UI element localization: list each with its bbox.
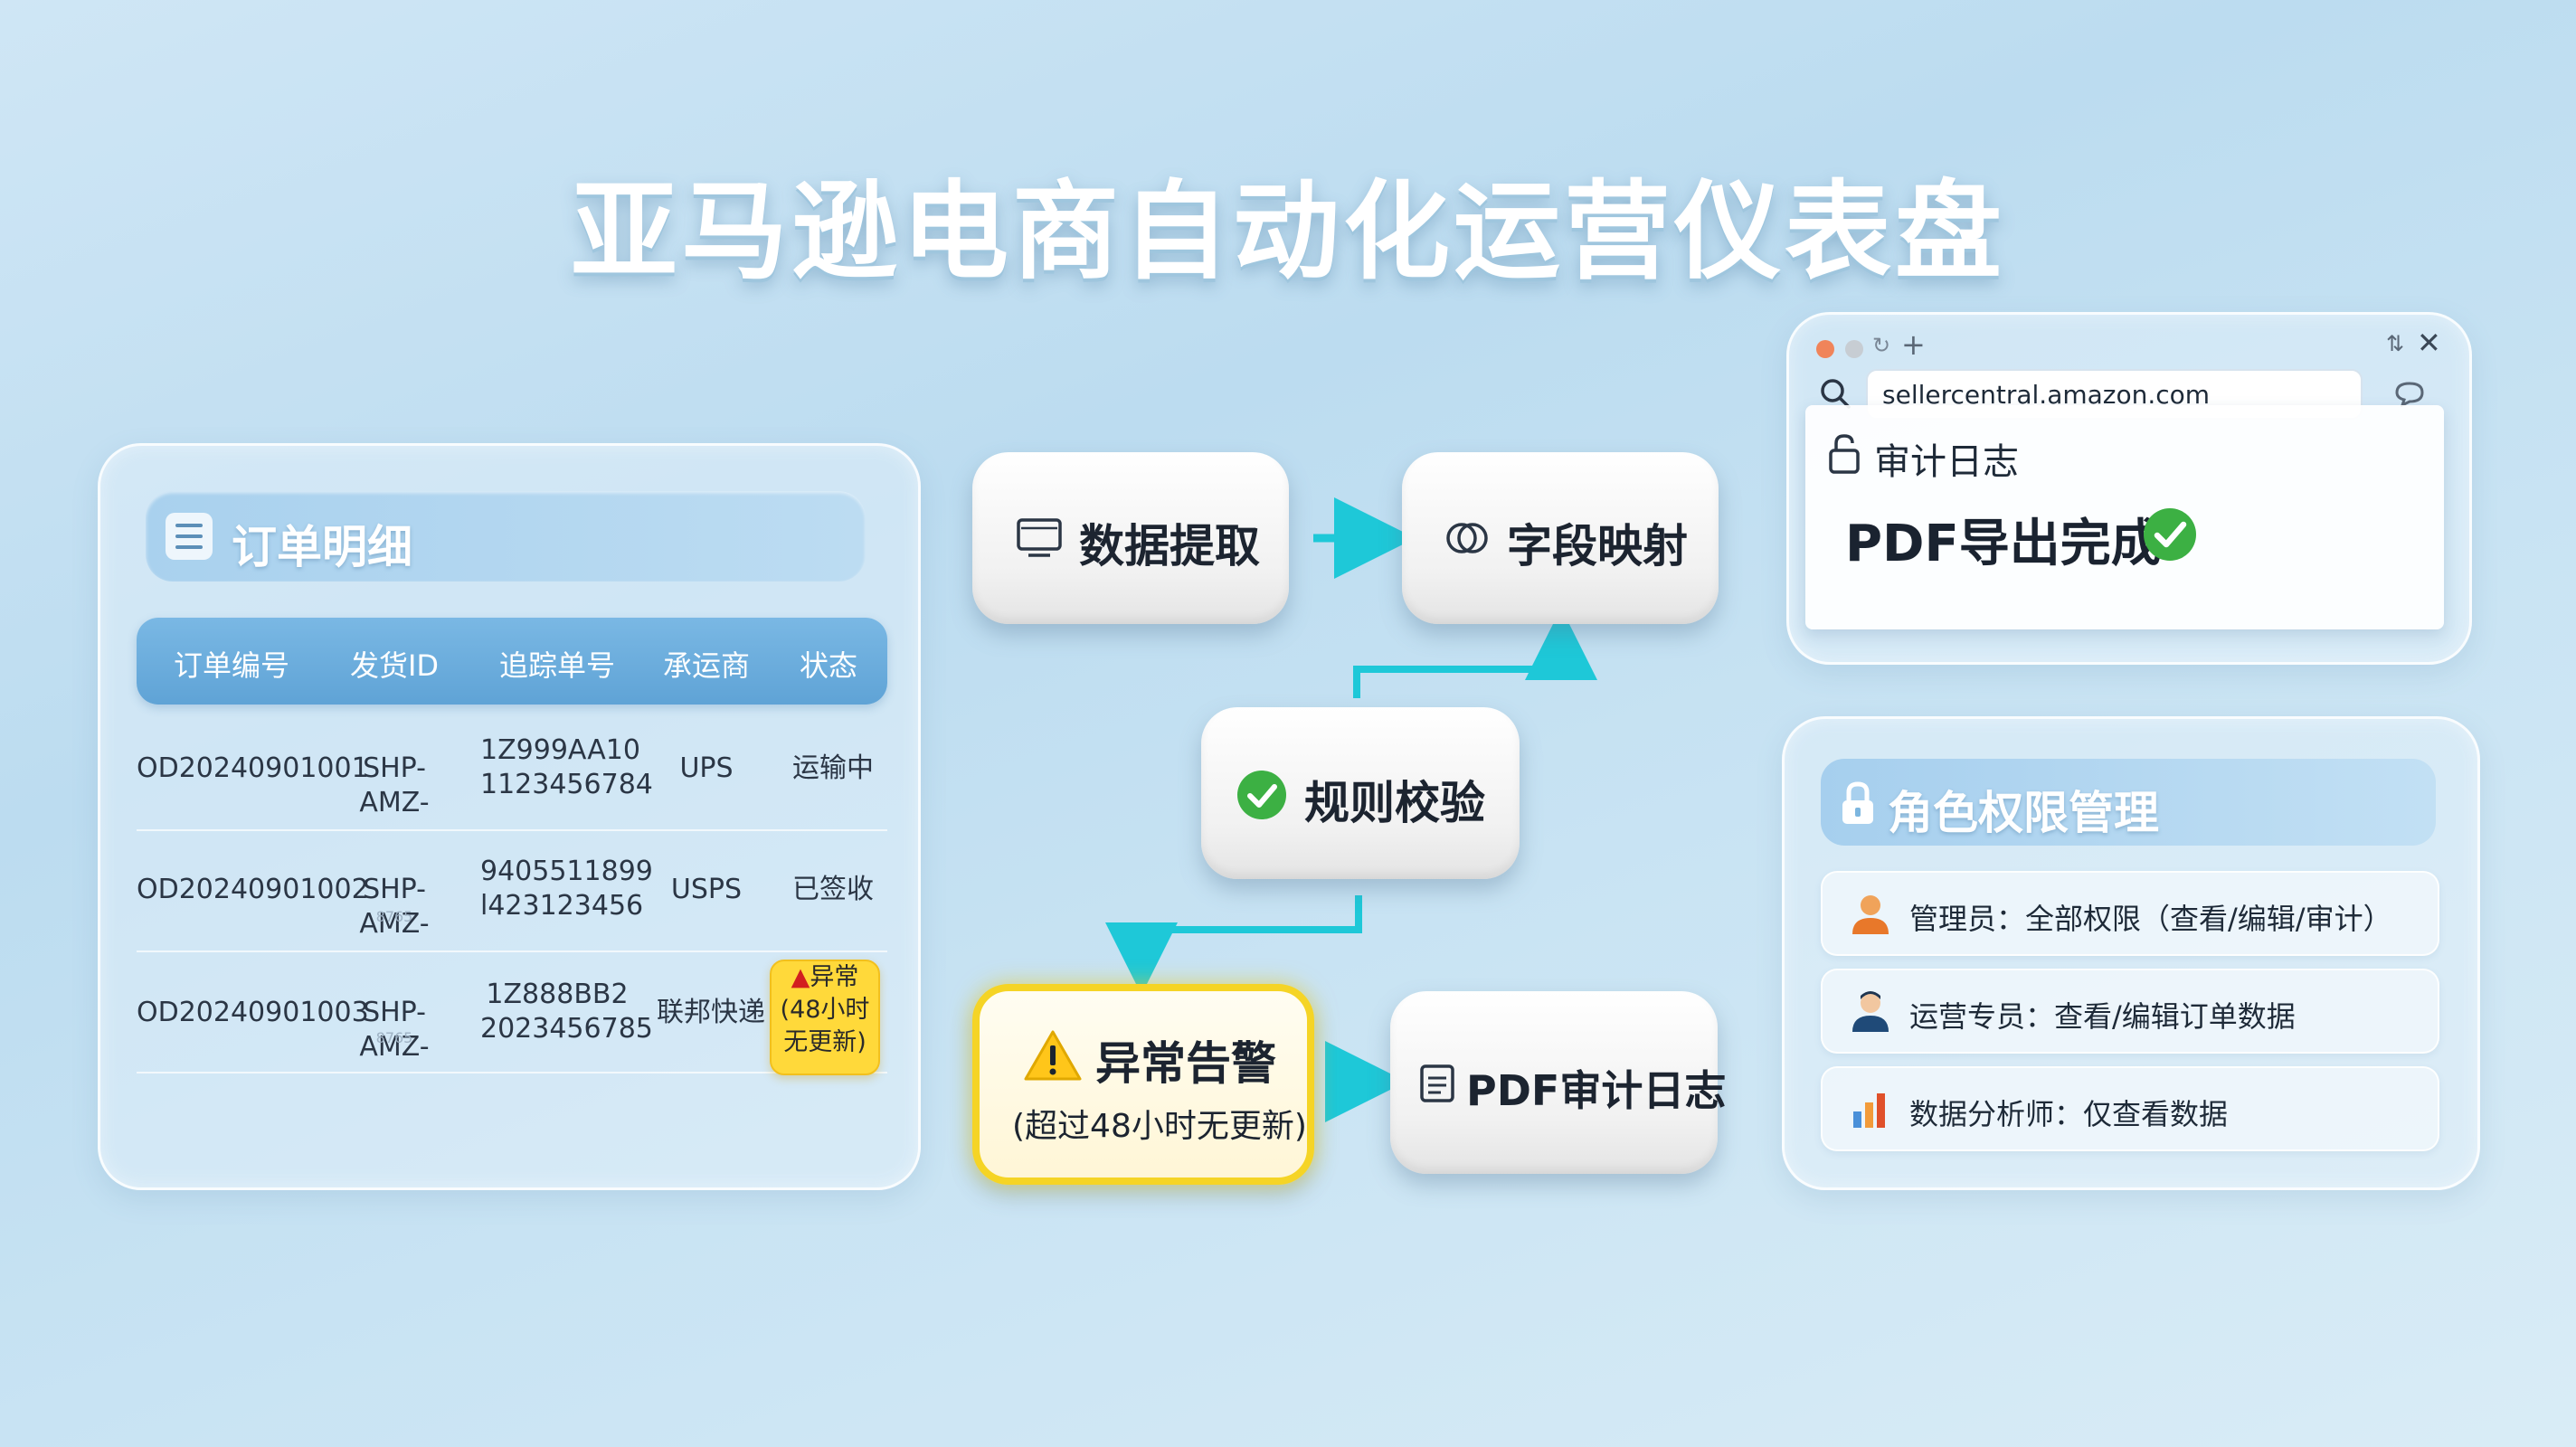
lock-icon (1829, 434, 1860, 474)
bar-chart-icon (1853, 1093, 1885, 1128)
admin-user-icon (1852, 895, 1889, 934)
role-item-analyst[interactable]: 数据分析师：仅查看数据 (1821, 1066, 2439, 1151)
shipment-id-faded-text: 8765 (375, 1029, 413, 1046)
browser-window: ↻ + ⇅ ✕ sellercentral.amazon.com 审计日志 PD… (1786, 312, 2472, 665)
flow-node-anomaly-alert[interactable]: 异常告警 (超过48小时无更新) (972, 984, 1314, 1185)
status-cell: 运输中 (792, 752, 874, 784)
shipment-id-cell: SHP-AMZ- (359, 752, 430, 818)
shipment-id-cell: SHP-AMZ- (359, 997, 430, 1063)
status-badge-warning[interactable]: ▲异常 (48小时 无更新) (770, 960, 880, 1075)
flow-node-data-extract[interactable]: 数据提取 (972, 452, 1289, 624)
flow-node-label: 异常告警 (1095, 1037, 1276, 1090)
url-text: sellercentral.amazon.com (1882, 380, 2211, 410)
operator-user-icon (1852, 991, 1889, 1032)
status-badge-line1: ▲异常 (791, 963, 859, 991)
link-icon (1446, 523, 1488, 553)
table-row[interactable]: OD20240901003 SHP-AMZ- 8765 1Z888BB2 202… (137, 950, 887, 1075)
export-status-text: PDF导出完成 (1845, 515, 2162, 573)
shipment-id-cell: SHP-AMZ- (359, 874, 430, 940)
monitor-icon (1017, 518, 1062, 557)
tracking-cell-line2: 1123456784 (480, 769, 653, 800)
chat-bubble-icon[interactable] (2393, 380, 2426, 407)
flow-node-label: 字段映射 (1507, 520, 1688, 572)
status-badge-line3: 无更新) (783, 1028, 867, 1056)
orders-panel: 订单明细 订单编号 发货ID 追踪单号 承运商 状态 OD20240901001… (98, 443, 921, 1190)
check-circle-icon (1237, 771, 1286, 819)
tracking-cell-line1: 1Z999AA10 (480, 734, 640, 766)
flow-node-field-mapping[interactable]: 字段映射 (1402, 452, 1719, 624)
browser-content: 审计日志 PDF导出完成 (1805, 405, 2444, 629)
window-minimize-dot[interactable] (1845, 340, 1863, 358)
role-panel-header: 角色权限管理 (1821, 759, 2436, 846)
table-row[interactable]: OD20240901001 SHP-AMZ- 1Z999AA10 1123456… (137, 708, 887, 831)
close-icon[interactable]: ✕ (2417, 326, 2441, 360)
audit-log-label: 审计日志 (1874, 441, 2019, 483)
status-badge-line2: (48小时 (780, 996, 870, 1024)
orders-panel-header: 订单明细 (146, 491, 866, 582)
column-header-order-id[interactable]: 订单编号 (173, 648, 289, 683)
carrier-cell: USPS (670, 874, 743, 905)
column-header-shipment-id[interactable]: 发货ID (349, 648, 440, 683)
role-item-text: 管理员：全部权限（查看/编辑/审计） (1909, 902, 2392, 936)
refresh-icon[interactable]: ↻ (1872, 333, 1891, 358)
role-item-text: 运营专员：查看/编辑订单数据 (1909, 999, 2296, 1034)
column-header-carrier[interactable]: 承运商 (662, 648, 750, 683)
tracking-cell-line1: 9405511899 (480, 856, 653, 887)
tracking-cell-line2: 2023456785 (480, 1013, 653, 1045)
orders-panel-title: 订单明细 (232, 521, 412, 573)
flow-node-pdf-audit-log[interactable]: PDF审计日志 (1390, 991, 1726, 1174)
flow-node-label: 数据提取 (1079, 520, 1260, 572)
tracking-cell-line1: 1Z888BB2 (486, 979, 629, 1010)
warning-icon: ▲ (791, 963, 810, 991)
flow-node-label: PDF审计日志 (1466, 1066, 1727, 1115)
sort-icon[interactable]: ⇅ (2386, 331, 2405, 356)
check-circle-icon (2144, 508, 2196, 561)
role-permission-panel: 角色权限管理 管理员：全部权限（查看/编辑/审计） 运营专员：查看/编辑订单数据… (1782, 716, 2480, 1190)
orders-table-header: 订单编号 发货ID 追踪单号 承运商 状态 (137, 618, 887, 705)
list-icon (166, 513, 213, 560)
tracking-cell-line2: l423123456 (480, 890, 644, 922)
shipment-id-faded-text: 8765 (375, 908, 413, 925)
window-close-dot[interactable] (1816, 340, 1834, 358)
column-header-tracking[interactable]: 追踪单号 (498, 648, 615, 683)
role-item-admin[interactable]: 管理员：全部权限（查看/编辑/审计） (1821, 871, 2439, 956)
column-header-status[interactable]: 状态 (799, 648, 857, 683)
carrier-cell: UPS (679, 752, 734, 784)
flow-node-label: 规则校验 (1304, 777, 1485, 829)
warning-icon (1024, 1030, 1082, 1081)
page-title: 亚马逊电商自动化运营仪表盘 (570, 169, 2005, 294)
document-icon (1420, 1064, 1454, 1102)
lock-icon (1842, 781, 1873, 824)
status-cell: 已签收 (792, 874, 874, 905)
role-item-operator[interactable]: 运营专员：查看/编辑订单数据 (1821, 969, 2439, 1054)
role-item-text: 数据分析师：仅查看数据 (1909, 1097, 2229, 1131)
arrow-validate-to-mapping (1353, 608, 1597, 698)
new-tab-icon[interactable]: + (1901, 327, 1926, 362)
flow-node-sublabel: (超过48小时无更新) (1012, 1108, 1307, 1145)
arrow-validate-to-alert (1105, 895, 1362, 995)
role-panel-title: 角色权限管理 (1888, 787, 2159, 839)
carrier-cell: 联邦快递 (657, 997, 765, 1028)
table-row[interactable]: OD20240901002 SHP-AMZ- 8765 9405511899 l… (137, 829, 887, 952)
flow-node-rule-validation[interactable]: 规则校验 (1201, 707, 1520, 879)
